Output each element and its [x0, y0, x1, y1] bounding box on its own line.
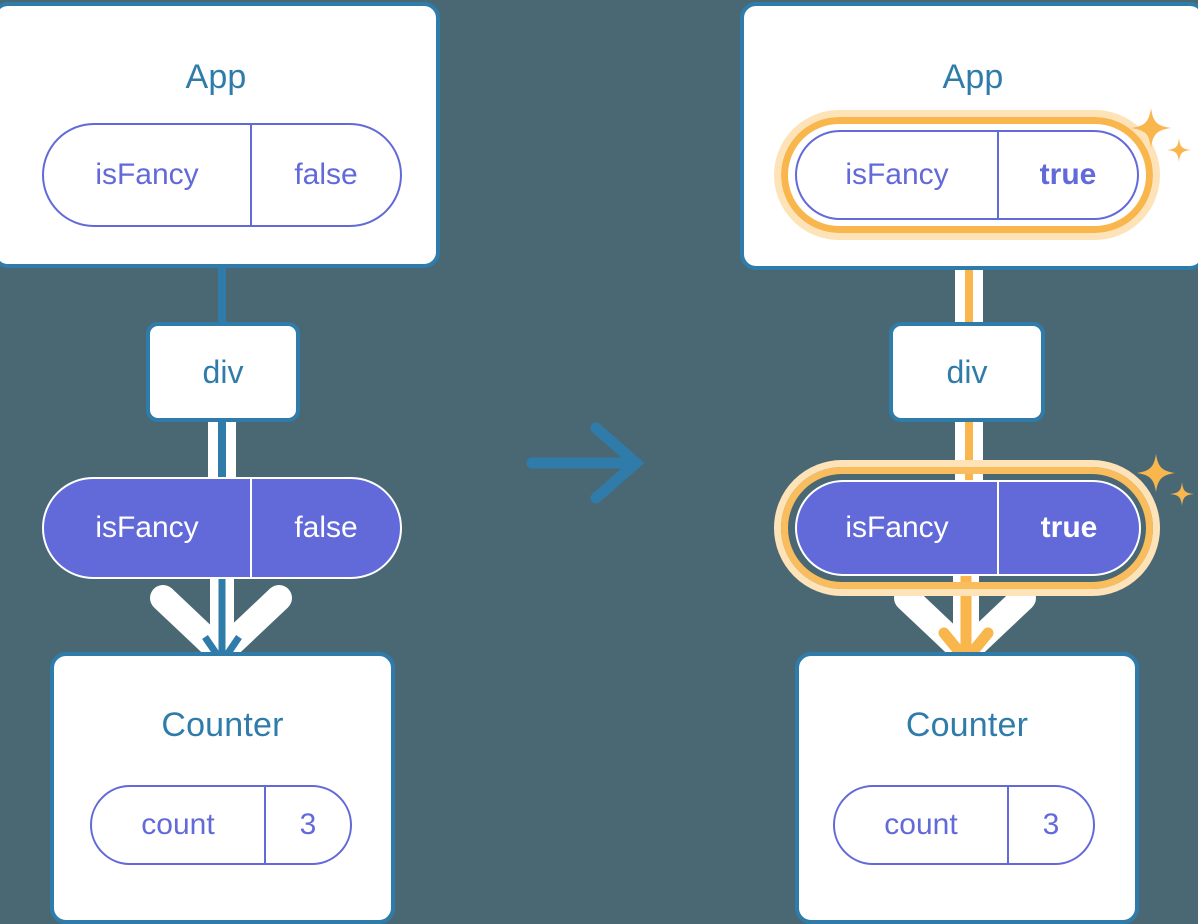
connector-app-to-div: [218, 262, 226, 324]
app-state-pill-before: isFancy false: [42, 123, 402, 227]
prop-pill-name: isFancy: [845, 511, 949, 544]
counter-state-pill-before: count 3: [90, 785, 352, 865]
connectors-before: [150, 262, 292, 669]
counter-card-title: Counter: [905, 706, 1029, 744]
counter-card-title: Counter: [161, 706, 284, 744]
app-state-pill-value: true: [997, 132, 1137, 218]
sparkles-prop-pill: [1137, 454, 1194, 506]
prop-pill-after: isFancy true: [795, 480, 1141, 576]
panel-after: App isFancy true div isFancy true: [599, 0, 1198, 924]
sparkles-app-pill: [1131, 108, 1191, 162]
counter-state-pill-value: 3: [1007, 787, 1093, 863]
counter-state-pill-after: count 3: [833, 785, 1095, 865]
app-state-pill-name: isFancy: [845, 158, 949, 191]
counter-state-pill-value: 3: [264, 787, 350, 863]
sparkle-large-icon: [1137, 454, 1175, 492]
div-node-after: div: [889, 322, 1045, 422]
highlight-ring-app-pill: [774, 110, 1160, 240]
counter-state-pill-name: count: [884, 808, 958, 841]
prop-pill-value: false: [250, 479, 400, 577]
sparkle-small-icon: [1167, 138, 1191, 162]
transition-right-arrow-icon: [526, 422, 645, 504]
panel-before: App isFancy false div isFancy false Coun…: [0, 0, 599, 924]
connector-div-to-pill: [965, 418, 973, 486]
app-card-title: App: [942, 58, 1004, 96]
app-state-pill-after: isFancy true: [795, 130, 1139, 220]
sparkle-small-icon: [1170, 482, 1194, 506]
div-node-before: div: [146, 322, 300, 422]
app-card-title: App: [185, 58, 247, 96]
div-node-label: div: [202, 353, 244, 390]
app-state-pill-value: false: [250, 125, 400, 225]
prop-pill-name: isFancy: [95, 511, 199, 544]
sparkle-large-icon: [1131, 108, 1171, 148]
prop-pill-value: true: [997, 482, 1139, 574]
prop-pill-before: isFancy false: [42, 477, 402, 579]
highlight-ring-prop-pill: [774, 460, 1160, 596]
div-node-label: div: [946, 353, 988, 390]
app-state-pill-name: isFancy: [95, 158, 199, 191]
counter-state-pill-name: count: [141, 808, 215, 841]
connector-div-to-pill: [218, 418, 226, 486]
